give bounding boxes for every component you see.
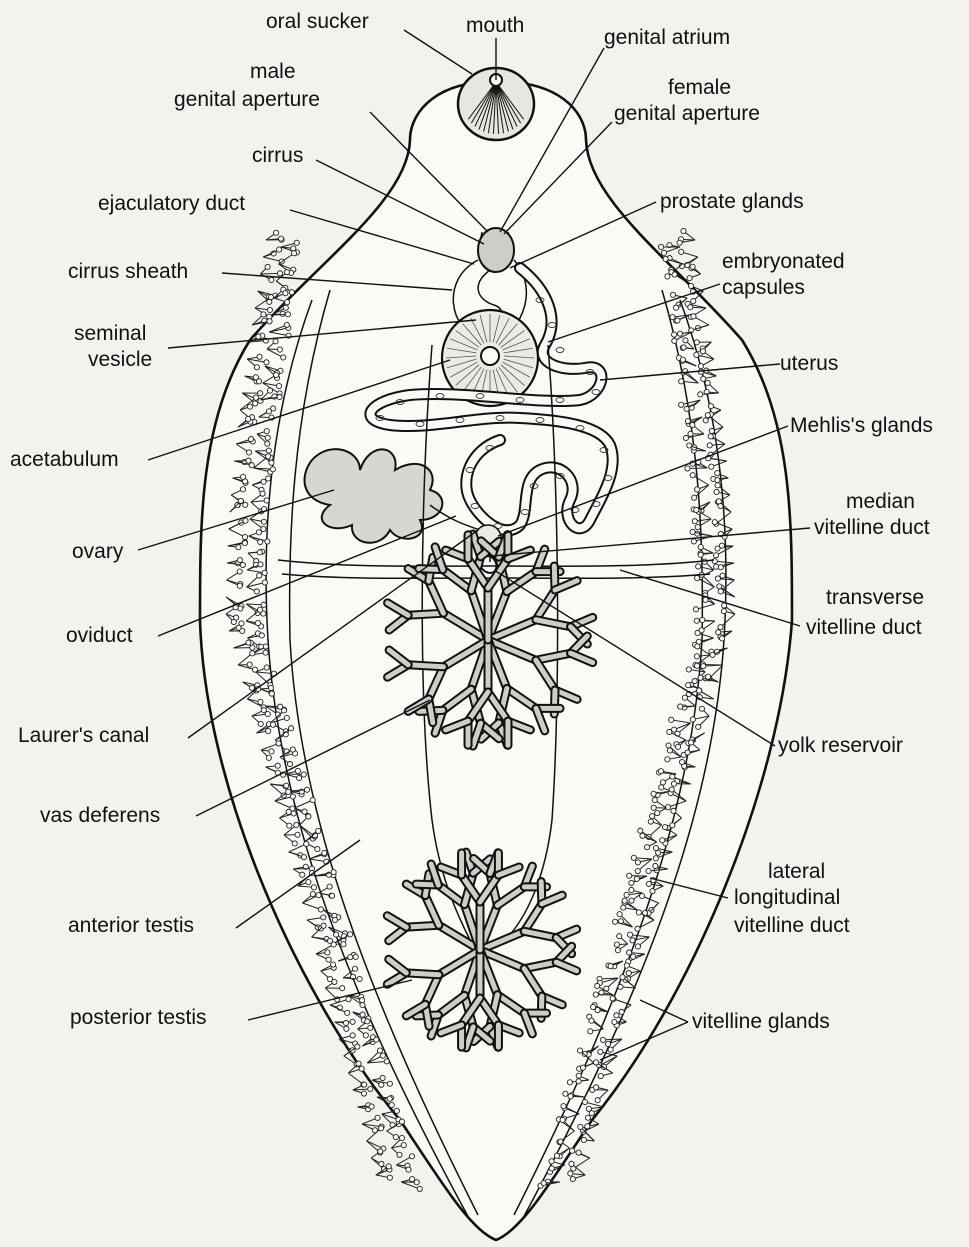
label-median-vitelline-duct-1: median: [846, 490, 915, 513]
cirrus-bulb: [478, 228, 514, 272]
label-male-genital-aperture-2: genital aperture: [174, 88, 320, 111]
label-uterus: uterus: [780, 352, 838, 375]
seminal-vesicle: [481, 347, 499, 365]
label-posterior-testis: posterior testis: [70, 1006, 207, 1029]
label-laurers-canal: Laurer's canal: [18, 724, 149, 747]
label-transverse-vitelline-duct-1: transverse: [826, 586, 924, 609]
label-female-genital-aperture-2: genital aperture: [614, 102, 760, 125]
label-vitelline-glands: vitelline glands: [692, 1010, 830, 1033]
label-ovary: ovary: [72, 540, 124, 563]
label-female-genital-aperture-1: female: [668, 76, 731, 99]
label-embryonated-capsules-2: capsules: [722, 276, 805, 299]
label-ejaculatory-duct: ejaculatory duct: [98, 192, 245, 215]
label-cirrus: cirrus: [252, 144, 303, 167]
label-yolk-reservoir: yolk reservoir: [778, 734, 903, 757]
label-cirrus-sheath: cirrus sheath: [68, 260, 188, 283]
label-prostate-glands: prostate glands: [660, 190, 804, 213]
label-mouth: mouth: [466, 14, 524, 37]
label-male-genital-aperture-1: male: [250, 60, 296, 83]
label-lateral-longitudinal-vitelline-duct-3: vitelline duct: [734, 914, 850, 937]
label-genital-atrium: genital atrium: [604, 26, 730, 49]
label-vas-deferens: vas deferens: [40, 804, 160, 827]
label-lateral-longitudinal-vitelline-duct-1: lateral: [768, 860, 825, 883]
label-lateral-longitudinal-vitelline-duct-2: longitudinal: [734, 886, 840, 909]
label-oral-sucker: oral sucker: [266, 10, 369, 33]
label-median-vitelline-duct-2: vitelline duct: [814, 516, 930, 539]
label-transverse-vitelline-duct-2: vitelline duct: [806, 616, 922, 639]
label-acetabulum: acetabulum: [10, 448, 119, 471]
label-anterior-testis: anterior testis: [68, 914, 194, 937]
label-embryonated-capsules-1: embryonated: [722, 250, 845, 273]
label-seminal-vesicle-2: vesicle: [88, 348, 152, 371]
label-mehlis-glands: Mehlis's glands: [790, 414, 933, 437]
label-seminal-vesicle-1: seminal: [74, 322, 146, 345]
label-oviduct: oviduct: [66, 624, 133, 647]
